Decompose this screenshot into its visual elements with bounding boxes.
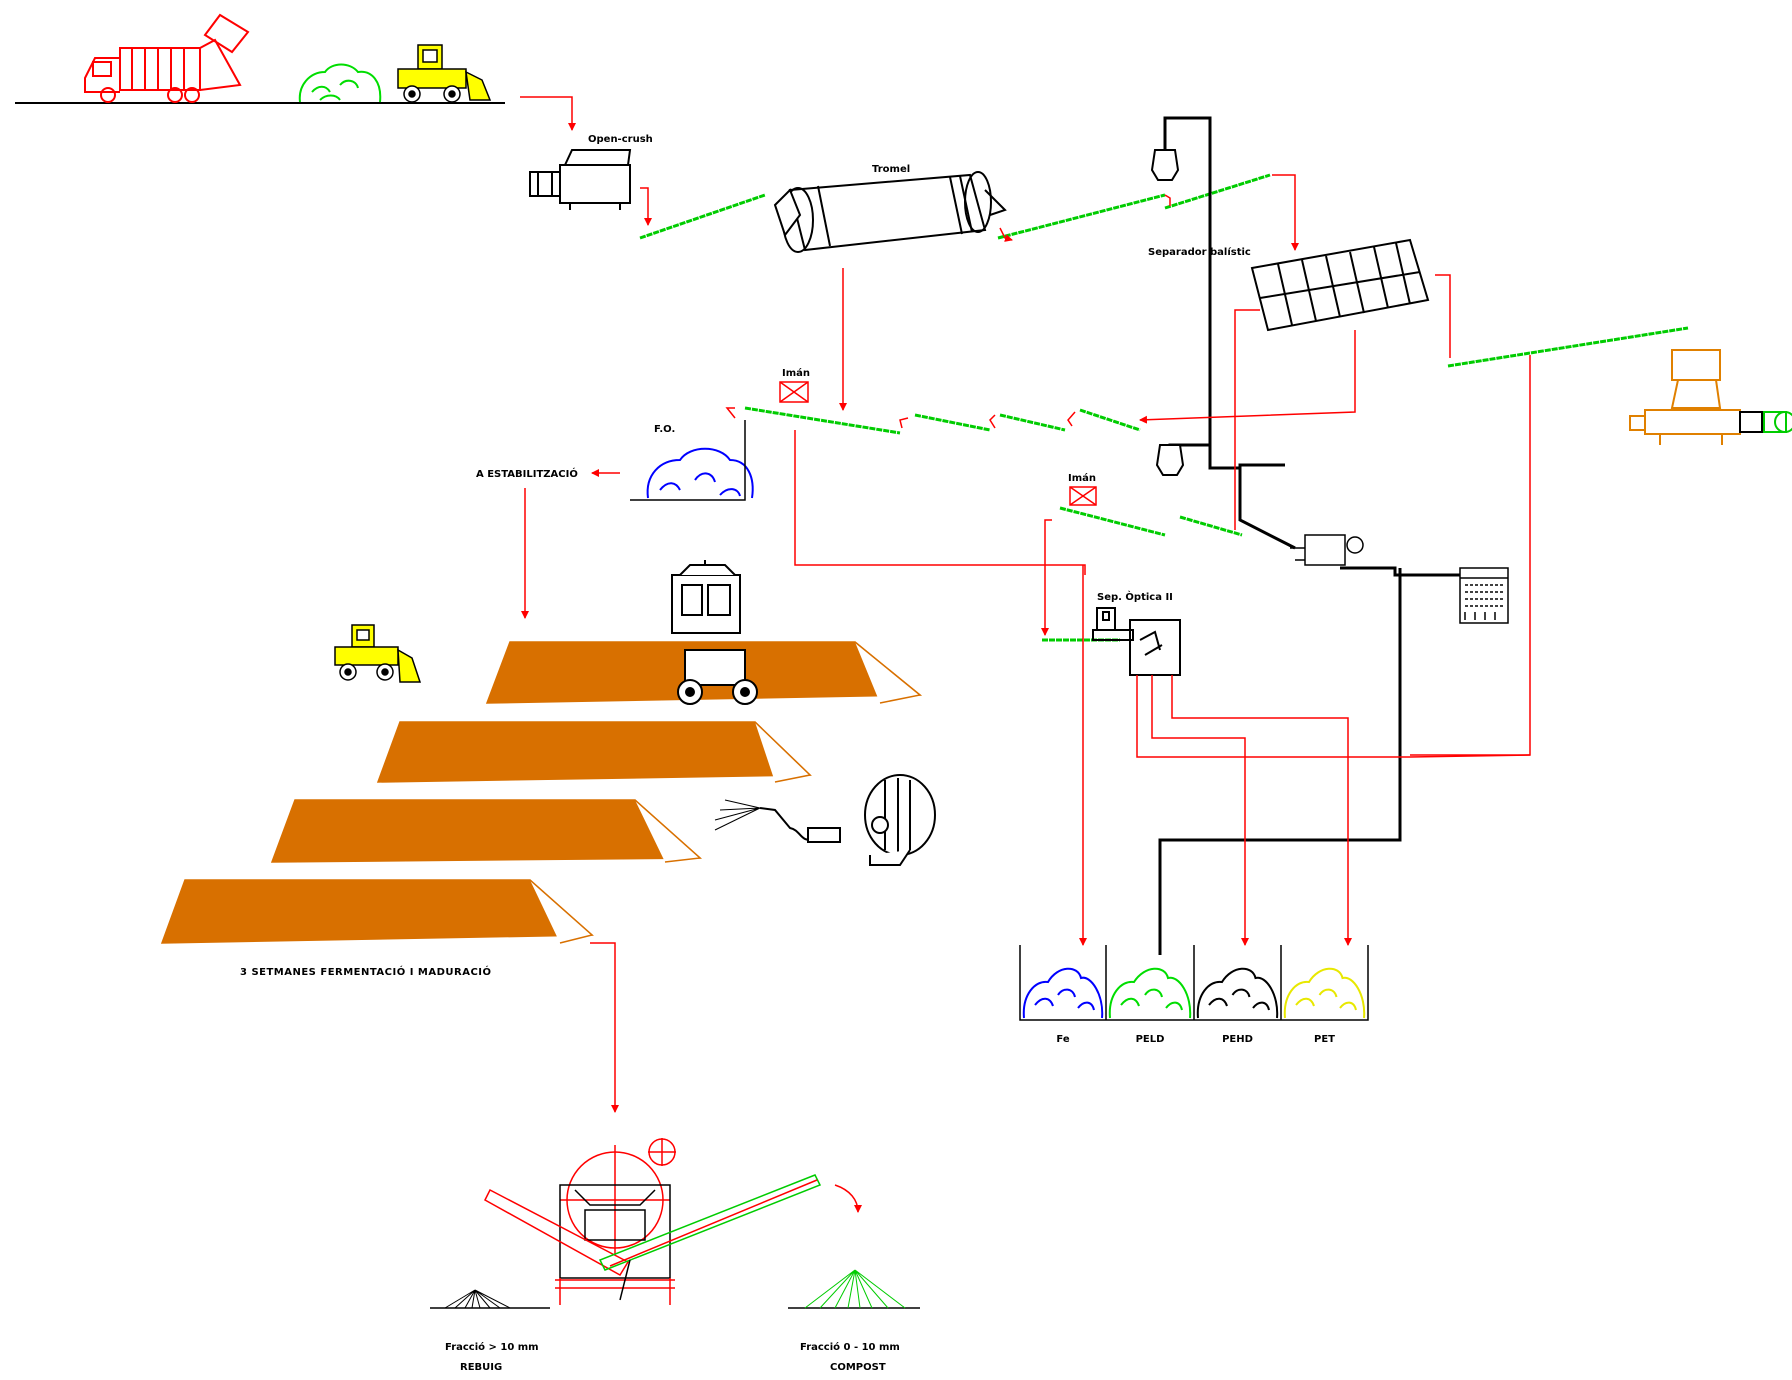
windrow-2 [376,721,812,783]
compost-label: COMPOST [830,1362,886,1373]
conveyor-10 [1179,515,1243,537]
bin-label-fe: Fe [1056,1034,1069,1045]
flow-to-baler [1410,355,1531,756]
garbage-truck-icon [84,13,250,103]
optical-separator-label: Sep. Òptica II [1097,590,1173,603]
flow-magnet-1 [794,430,1086,575]
fraction-0-10-label: Fracció 0 - 10 mm [800,1341,900,1353]
ballistic-separator-icon [1250,238,1430,332]
green-waste-pile-icon [298,63,382,103]
bin-pile-pet [1283,967,1366,1019]
conveyor-5 [744,406,901,435]
air-suction-line [1158,116,1460,955]
flow-magnet-2 [1041,519,1052,636]
windrow-4 [160,879,594,944]
magnet-2-label: Imán [1068,472,1096,484]
reject-pile-icon [430,1289,550,1309]
rebuig-label: REBUIG [460,1362,502,1373]
fo-bunker [630,420,746,501]
bin-pile-peld [1108,967,1192,1019]
compost-windrows [160,641,923,944]
flow-returns [725,174,1451,530]
flow-to-screen [590,942,619,1113]
bin-pile-pehd [1196,967,1279,1019]
open-crush-label: Open-crush [588,134,653,145]
tromel-drum-icon [773,171,1007,253]
conveyor-6 [914,413,991,432]
fermentation-label: 3 SETMANES FERMENTACIÓ I MADURACIÓ [240,965,492,978]
fraction-gt10-label: Fracció > 10 mm [445,1341,539,1353]
bin-label-pet: PET [1314,1034,1335,1045]
bin-label-pehd: PEHD [1222,1034,1253,1045]
wheel-loader-2-icon [334,624,422,683]
conveyor-1 [639,193,766,240]
blower-icon [1290,534,1364,566]
conveyor-7 [999,413,1066,432]
ballistic-separator-label: Separador balístic [1148,246,1251,258]
magnet-2-icon [1069,486,1097,506]
flow-crush-to-conveyor [640,187,652,226]
open-crush-machine-icon [529,149,632,210]
stabilization-label: A ESTABILITZACIÓ [476,467,578,480]
bin-labels: Fe PELD PEHD PET [1056,1034,1335,1045]
compost-output-pile-icon [788,1269,920,1309]
cyclone-icon [1150,149,1185,476]
optical-outflows [1136,675,1531,946]
irrigation-reel-icon [714,774,936,866]
magnet-1-label: Imán [782,367,810,379]
compost-turner-icon [671,560,758,705]
fo-label: F.O. [654,424,675,435]
flow-to-open-crush [520,96,576,131]
baler-machine-icon [1629,349,1792,445]
conveyors [639,173,1689,642]
bin-pile-fe [1022,967,1104,1019]
conveyor-4 [1447,326,1689,368]
fo-pile-icon [646,447,754,499]
tromel-label: Tromel [872,164,910,175]
conveyor-9 [1059,506,1166,537]
bin-piles [1022,967,1366,1019]
windrow-3 [270,799,702,863]
optical-separator-icon [1092,607,1181,676]
recycling-bins [1019,945,1369,1021]
magnet-1-icon [779,381,809,403]
bin-label-peld: PELD [1136,1034,1165,1045]
conveyor-2 [997,193,1166,240]
conveyor-3 [1164,173,1271,210]
wheel-loader-icon [397,44,492,103]
trommel-screen-icon [484,1138,862,1305]
conveyor-8 [1079,408,1141,432]
flow-tromel-out [999,227,1013,242]
control-cabinet-icon [1459,567,1509,624]
